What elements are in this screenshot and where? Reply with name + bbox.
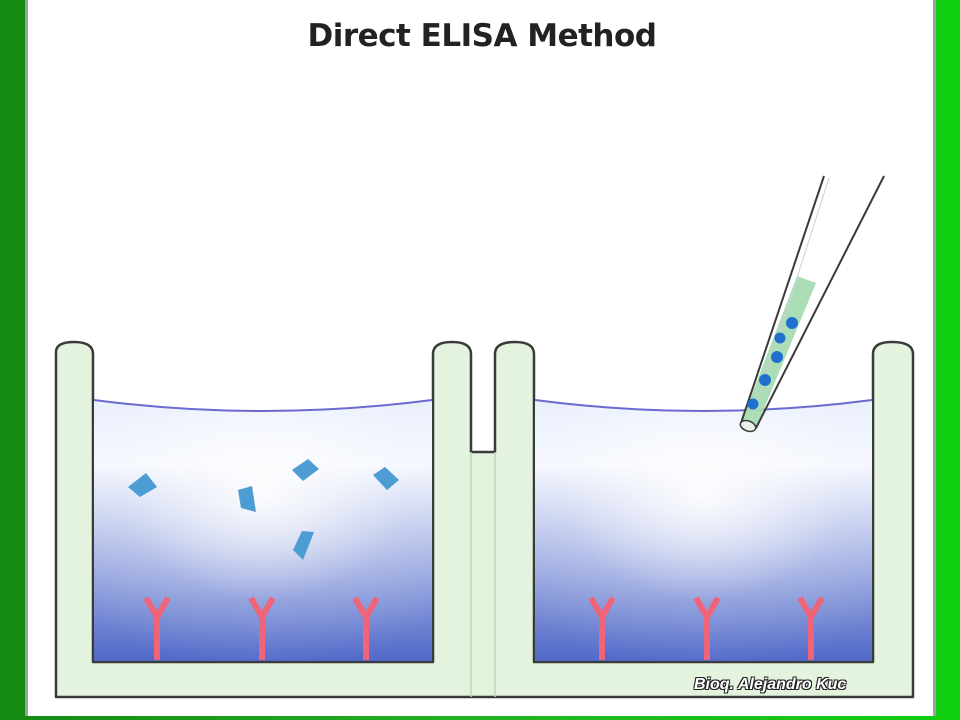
droplet-icon [747,398,759,410]
antigen-fragments [128,459,399,560]
antigen-icon [293,531,314,560]
pipette-tip [739,419,757,433]
left-antibodies [143,596,380,660]
droplet-icon [786,317,798,329]
antigen-icon [238,486,256,512]
droplet-icon [774,332,786,344]
right-antibodies [588,596,825,660]
antibody-icon [588,596,616,660]
antigen-icon [292,459,319,481]
antigen-icon [128,473,157,497]
right-well [534,399,873,661]
antibody-icon [797,596,825,660]
antigen-icon [373,467,399,490]
antibody-icon [352,596,380,660]
antibody-icon [248,596,276,660]
author-credit: Bioq. Alejandro Kuc [694,676,847,693]
antibody-icon [693,596,721,660]
well-plate-body [54,340,915,699]
antibody-icon [143,596,171,660]
pipette-wall-left [740,175,825,424]
droplet-icon [771,351,783,363]
left-well-surface [93,399,433,412]
pipette-wall-right [755,175,885,429]
pipette [739,175,885,433]
droplet-icon [759,374,771,386]
left-well [93,399,433,661]
slide-title: Direct ELISA Method [307,18,657,54]
right-well-surface [534,399,873,412]
pipette-droplets [747,317,798,410]
